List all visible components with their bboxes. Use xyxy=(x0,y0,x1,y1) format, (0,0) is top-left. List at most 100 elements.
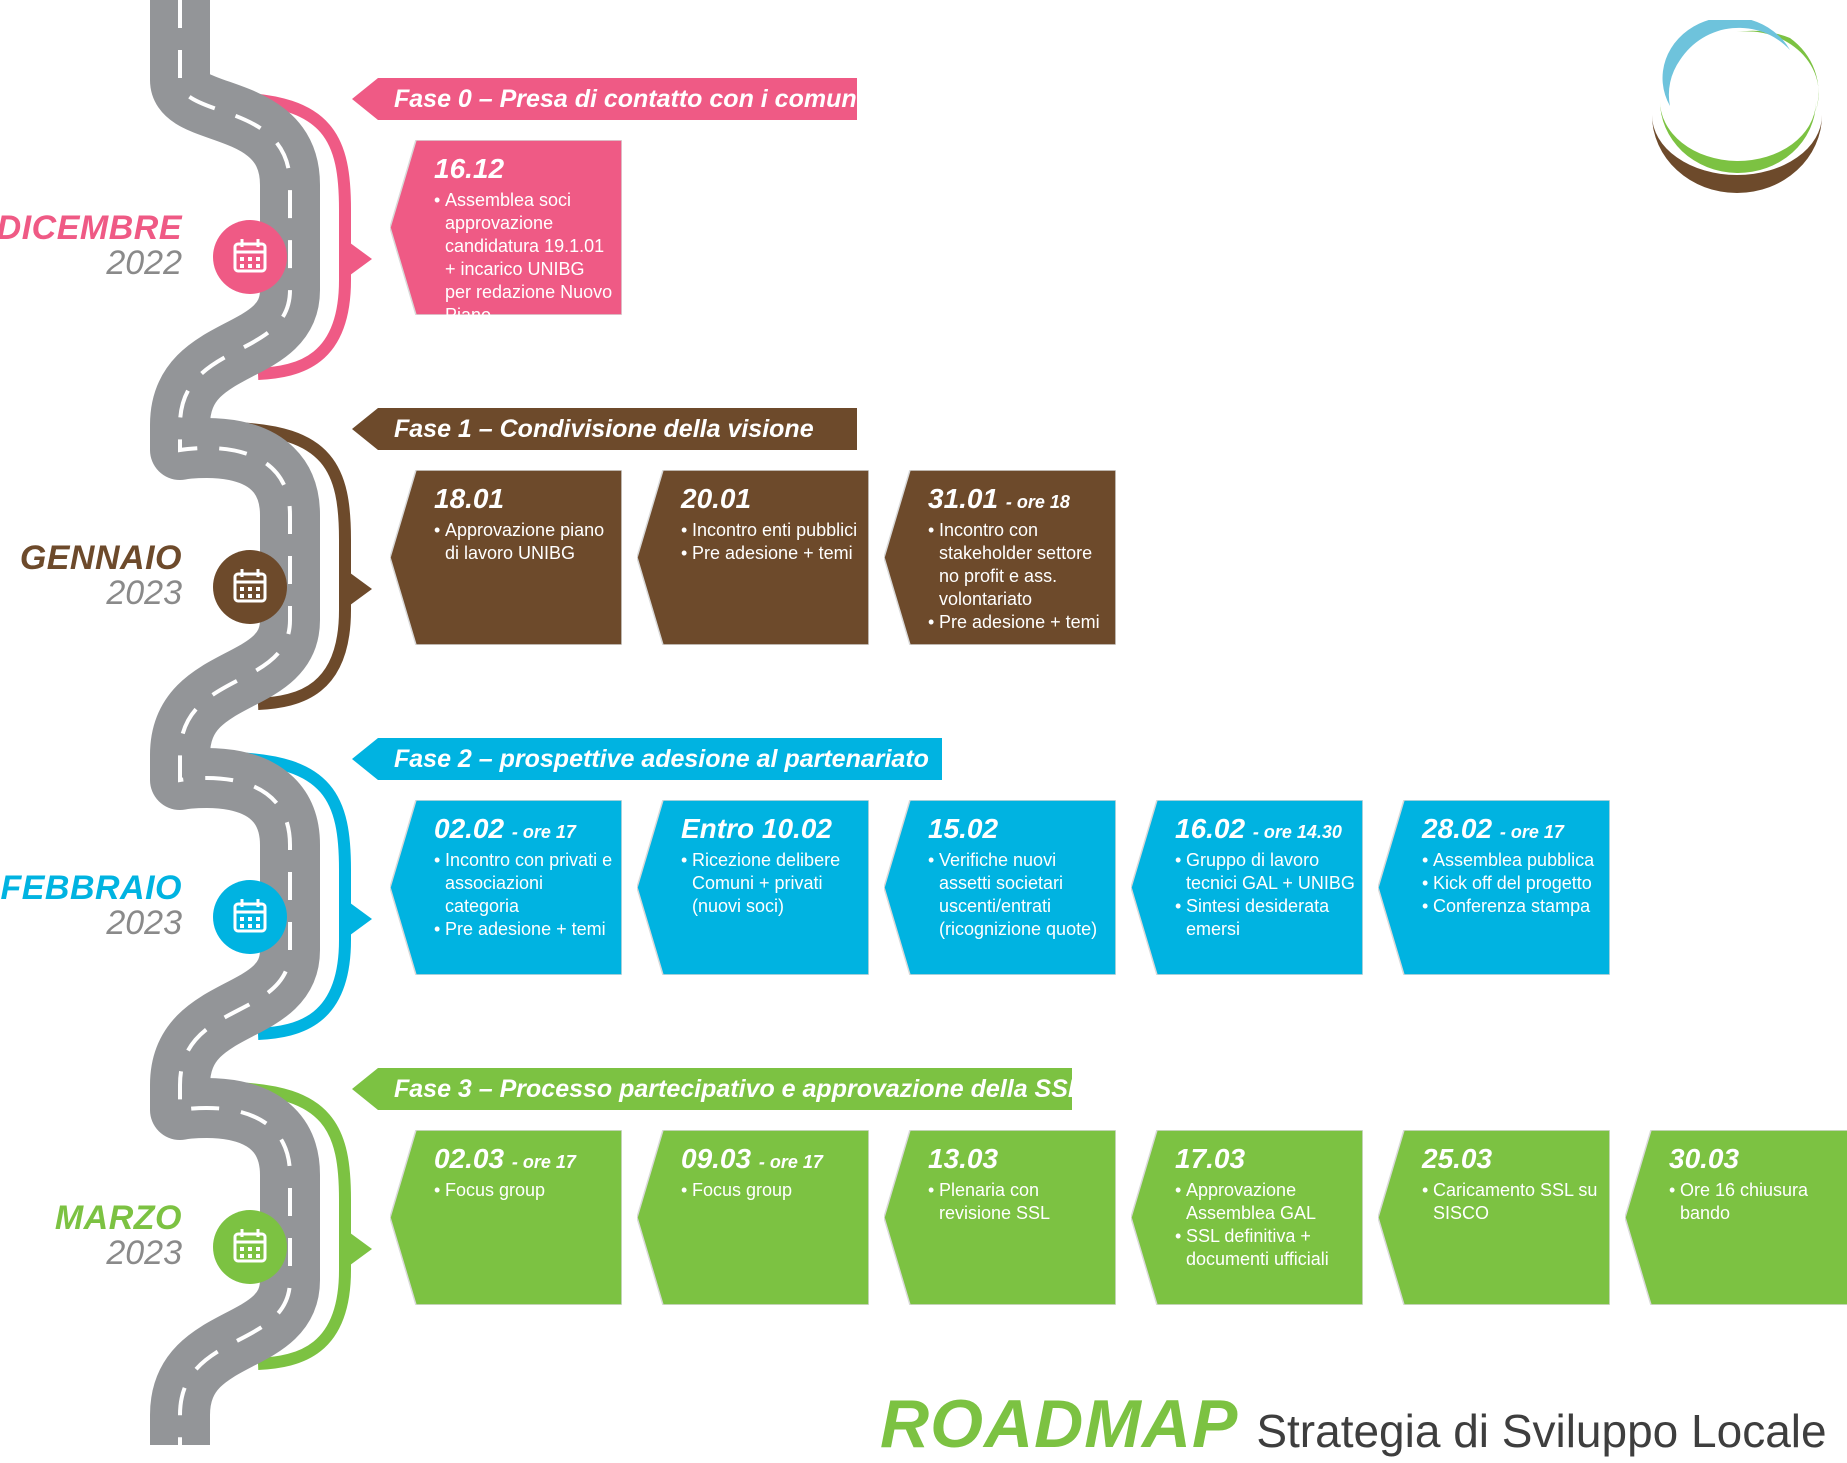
phase-pointer xyxy=(342,1227,372,1271)
milestone-item: Ore 16 chiusura bando xyxy=(1669,1179,1839,1225)
milestone-items: Incontro enti pubbliciPre adesione + tem… xyxy=(681,519,861,565)
road-accent-edge xyxy=(229,422,351,710)
milestone-item: Assemblea pubblica xyxy=(1422,849,1602,872)
milestone-date: 18.01 xyxy=(434,483,505,514)
milestone-item: Assemblea soci approvazione candidatura … xyxy=(434,189,614,327)
month-year: 2023 xyxy=(106,1234,182,1272)
milestone-items: Approvazione piano di lavoro UNIBG xyxy=(434,519,614,565)
milestone-item: Incontro con stakeholder settore no prof… xyxy=(928,519,1108,611)
logo-icon xyxy=(1652,20,1822,193)
milestone-card: 28.02 - ore 17 Assemblea pubblicaKick of… xyxy=(1378,800,1610,975)
calendar-icon xyxy=(213,220,287,294)
milestone-item: Focus group xyxy=(681,1179,861,1202)
milestone-item: Verifiche nuovi assetti societari uscent… xyxy=(928,849,1108,941)
milestone-items: Ore 16 chiusura bando xyxy=(1669,1179,1839,1225)
month-name: MARZO xyxy=(54,1199,182,1237)
milestone-item: Pre adesione + temi xyxy=(681,542,861,565)
milestone-date-line: 13.03 xyxy=(928,1142,1108,1179)
milestone-item: Focus group xyxy=(434,1179,614,1202)
milestone-time: - ore 18 xyxy=(1005,492,1070,512)
milestone-item: Kick off del progetto xyxy=(1422,872,1602,895)
milestone-items: Incontro con stakeholder settore no prof… xyxy=(928,519,1108,634)
milestone-date: 02.03 xyxy=(434,1143,505,1174)
milestone-item: Conferenza stampa xyxy=(1422,895,1602,918)
milestone-items: Approvazione Assemblea GALSSL definitiva… xyxy=(1175,1179,1355,1271)
milestone-date: 31.01 xyxy=(928,483,999,514)
milestone-card: 09.03 - ore 17 Focus group xyxy=(637,1130,869,1305)
milestone-card: 20.01 Incontro enti pubbliciPre adesione… xyxy=(637,470,869,645)
milestone-card: 15.02 Verifiche nuovi assetti societari … xyxy=(884,800,1116,975)
milestone-item: Ricezione delibere Comuni + privati (nuo… xyxy=(681,849,861,918)
milestone-time: - ore 17 xyxy=(758,1152,823,1172)
milestone-date-line: 15.02 xyxy=(928,812,1108,849)
road-accent-edge xyxy=(229,1082,351,1370)
phase-banner: Fase 1 – Condivisione della visione xyxy=(352,408,857,450)
milestone-card: 13.03 Plenaria con revisione SSL xyxy=(884,1130,1116,1305)
month-year: 2022 xyxy=(106,244,182,282)
month-name: GENNAIO xyxy=(19,539,182,577)
phase-pointer xyxy=(342,567,372,611)
milestone-date-line: 16.12 xyxy=(434,152,614,189)
milestone-date: 02.02 xyxy=(434,813,505,844)
milestone-item: Approvazione Assemblea GAL xyxy=(1175,1179,1355,1225)
milestone-card: 17.03 Approvazione Assemblea GALSSL defi… xyxy=(1131,1130,1363,1305)
milestone-item: Pre adesione + temi xyxy=(928,611,1108,634)
milestone-item: Gruppo di lavoro tecnici GAL + UNIBG xyxy=(1175,849,1355,895)
milestone-date-line: 17.03 xyxy=(1175,1142,1355,1179)
milestone-card: 18.01 Approvazione piano di lavoro UNIBG xyxy=(390,470,622,645)
milestone-card: 16.12 Assemblea soci approvazione candid… xyxy=(390,140,622,325)
milestone-date: 17.03 xyxy=(1175,1143,1246,1174)
milestone-date-line: 20.01 xyxy=(681,482,861,519)
milestone-items: Focus group xyxy=(681,1179,861,1202)
calendar-icon xyxy=(213,550,287,624)
milestone-date: 09.03 xyxy=(681,1143,752,1174)
milestone-item: Pre adesione + temi xyxy=(434,918,614,941)
milestone-date-line: Entro 10.02 xyxy=(681,812,861,849)
calendar-icon xyxy=(213,880,287,954)
milestone-date: 20.01 xyxy=(681,483,752,514)
milestone-time: - ore 14.30 xyxy=(1252,822,1342,842)
milestone-item: Caricamento SSL su SISCO xyxy=(1422,1179,1602,1225)
milestone-items: Ricezione delibere Comuni + privati (nuo… xyxy=(681,849,861,918)
milestone-date: 30.03 xyxy=(1669,1143,1740,1174)
footer-title: ROADMAP xyxy=(880,1386,1239,1462)
milestone-item: Approvazione piano di lavoro UNIBG xyxy=(434,519,614,565)
milestone-date: 13.03 xyxy=(928,1143,999,1174)
milestone-date-line: 28.02 - ore 17 xyxy=(1422,812,1602,849)
milestone-item: SSL definitiva + documenti ufficiali xyxy=(1175,1225,1355,1271)
milestone-card: 25.03 Caricamento SSL su SISCO xyxy=(1378,1130,1610,1305)
milestone-item: Plenaria con revisione SSL xyxy=(928,1179,1108,1225)
phase-pointer xyxy=(342,897,372,941)
phase-banner: Fase 2 – prospettive adesione al partena… xyxy=(352,738,942,780)
milestone-card: 31.01 - ore 18 Incontro con stakeholder … xyxy=(884,470,1116,645)
milestone-card: 02.03 - ore 17 Focus group xyxy=(390,1130,622,1305)
road-surface xyxy=(150,0,320,1445)
milestone-time: - ore 17 xyxy=(511,1152,576,1172)
milestone-items: Focus group xyxy=(434,1179,614,1202)
milestone-items: Verifiche nuovi assetti societari uscent… xyxy=(928,849,1108,941)
phase-pointer xyxy=(342,237,372,281)
milestone-date-line: 25.03 xyxy=(1422,1142,1602,1179)
milestone-date: Entro 10.02 xyxy=(681,813,832,844)
milestone-date-line: 31.01 - ore 18 xyxy=(928,482,1108,519)
milestone-items: Plenaria con revisione SSL xyxy=(928,1179,1108,1225)
milestone-date-line: 16.02 - ore 14.30 xyxy=(1175,812,1355,849)
milestone-date-line: 02.03 - ore 17 xyxy=(434,1142,614,1179)
milestone-time: - ore 17 xyxy=(511,822,576,842)
milestone-items: Incontro con privati e associazioni cate… xyxy=(434,849,614,941)
milestone-item: Sintesi desiderata emersi xyxy=(1175,895,1355,941)
milestone-date-line: 09.03 - ore 17 xyxy=(681,1142,861,1179)
milestone-card: Entro 10.02 Ricezione delibere Comuni + … xyxy=(637,800,869,975)
month-name: DICEMBRE xyxy=(0,209,182,247)
month-year: 2023 xyxy=(106,574,182,612)
milestone-date-line: 18.01 xyxy=(434,482,614,519)
road-accent-edge xyxy=(229,752,351,1040)
calendar-icon xyxy=(213,1210,287,1284)
month-name: FEBBRAIO xyxy=(0,869,182,907)
milestone-item: Incontro con privati e associazioni cate… xyxy=(434,849,614,918)
road-accent-edge xyxy=(229,92,351,380)
milestone-card: 30.03 Ore 16 chiusura bando xyxy=(1625,1130,1847,1305)
